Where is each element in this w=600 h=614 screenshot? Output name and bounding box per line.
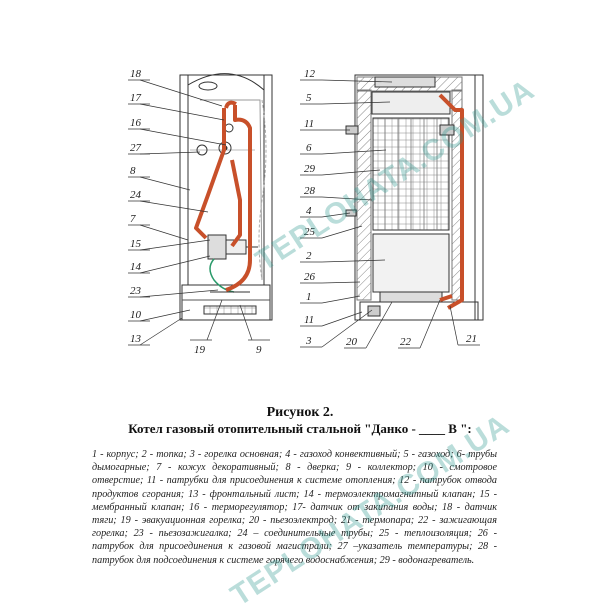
label-1: 1: [306, 291, 312, 303]
label-9: 9: [256, 344, 262, 356]
label-15: 15: [130, 238, 142, 250]
flue-outlet: [374, 76, 436, 88]
figure-legend: 1 - корпус; 2 - топка; 3 - горелка основ…: [92, 449, 497, 566]
label-3: 3: [305, 335, 312, 347]
boiler-diagram: 18 17 16 27 8 24 7 15 14 23 10 13 19 9: [128, 68, 484, 356]
figure-subtitle: Котел газовый отопительный стальной "Дан…: [128, 421, 472, 436]
label-2: 2: [306, 250, 312, 262]
label-5: 5: [306, 92, 312, 104]
label-29: 29: [304, 163, 316, 175]
top-oval: [198, 81, 218, 91]
label-28: 28: [304, 185, 316, 197]
label-18: 18: [130, 68, 142, 80]
label-22: 22: [400, 336, 412, 348]
label-12: 12: [304, 68, 316, 80]
label-10: 10: [130, 309, 142, 321]
left-label-text: 18 17 16 27 8 24 7 15 14 23 10 13 19 9: [130, 68, 262, 356]
temperature-gauge: [196, 144, 208, 156]
label-25: 25: [304, 226, 316, 238]
firebox: [372, 233, 450, 293]
label-26: 26: [304, 271, 316, 283]
section-pipes: [438, 93, 464, 310]
right-labels: [300, 79, 480, 349]
bottom-panel: [181, 284, 271, 321]
section-view: [345, 74, 484, 321]
label-16: 16: [130, 117, 142, 129]
label-19: 19: [194, 344, 206, 356]
label-23: 23: [130, 285, 142, 297]
gas-valve: [207, 234, 227, 260]
right-label-text: 12 5 11 6 29 28 4 25 2 26 1 11 3 20 22 2…: [304, 68, 477, 348]
label-6: 6: [306, 142, 312, 154]
main-burner: [379, 291, 443, 303]
label-4: 4: [306, 205, 312, 217]
label-21: 21: [466, 333, 477, 345]
label-17: 17: [130, 92, 142, 104]
label-13: 13: [130, 333, 142, 345]
water-sensor: [224, 123, 234, 133]
label-24: 24: [130, 189, 142, 201]
figure-title: Рисунок 2.: [266, 405, 334, 420]
label-11b: 11: [304, 314, 314, 326]
label-27: 27: [130, 142, 142, 154]
front-view: [179, 73, 273, 321]
label-14: 14: [130, 261, 142, 273]
front-pipes: [194, 100, 252, 292]
label-8: 8: [130, 165, 136, 177]
gas-flue: [371, 91, 451, 115]
label-11a: 11: [304, 118, 314, 130]
left-labels: [128, 79, 270, 346]
label-20: 20: [346, 336, 358, 348]
label-7: 7: [130, 213, 136, 225]
